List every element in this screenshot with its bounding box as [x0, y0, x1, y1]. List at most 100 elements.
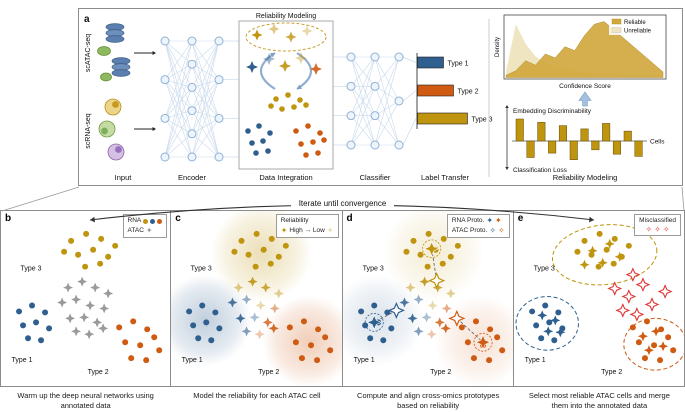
network-node	[160, 152, 170, 162]
rna-dot-marker	[130, 318, 137, 325]
rna-dot-marker	[574, 248, 581, 255]
panel-tag-e: e	[517, 213, 524, 224]
rna-dot-marker	[303, 152, 309, 158]
network-edge	[164, 40, 193, 158]
type-bar	[417, 112, 468, 125]
atac-star-marker	[445, 288, 456, 299]
network-edge	[374, 100, 400, 116]
rna-dot-marker	[29, 302, 36, 309]
atac-star-marker	[413, 294, 424, 305]
rna-dot-marker	[425, 230, 432, 237]
rna-dot-marker	[245, 251, 252, 258]
rna-dot-marker	[260, 246, 267, 253]
rna-dot-marker	[116, 324, 123, 331]
misclassified-star-icon-2: ✧	[654, 225, 661, 235]
network-edge	[164, 133, 193, 158]
cells-label: Cells	[650, 139, 665, 146]
rna-dot-marker	[68, 237, 75, 244]
atac-prototype-star	[427, 272, 445, 290]
network-node	[187, 152, 197, 162]
rna-dot-marker	[669, 347, 676, 354]
misclassified-legend-label: Misclassified	[639, 217, 676, 224]
density-axis-label: Density	[495, 37, 501, 57]
atac-star-marker	[263, 53, 275, 65]
rna-dot-marker	[265, 148, 271, 154]
misclassified-star-marker	[607, 281, 622, 296]
atac-star-marker	[255, 300, 266, 311]
atac-star-marker	[98, 323, 109, 334]
network-edge	[191, 79, 220, 111]
rna-dot-marker	[16, 308, 23, 315]
arrowhead-icon	[270, 53, 275, 58]
network-node	[214, 36, 224, 46]
atac-star-marker	[274, 288, 285, 299]
rna-dot-marker	[424, 263, 431, 270]
legend-c: Reliability ✦ High → Low ✦	[275, 214, 339, 239]
rna-dot-marker	[610, 260, 617, 267]
atac-star-marker	[427, 300, 438, 311]
atac-star-marker	[85, 300, 96, 311]
network-edge	[164, 40, 193, 80]
rna-gold-dot-icon	[143, 218, 149, 224]
high-reliability-star-icon: ✦	[280, 226, 288, 236]
network-node	[187, 36, 197, 46]
network-edge	[374, 115, 400, 146]
network-node	[394, 52, 404, 62]
rna-dot-marker	[75, 251, 82, 258]
rna-dot-marker	[273, 96, 279, 102]
merged-atac-star-marker	[550, 315, 561, 326]
rna-dot-marker	[641, 355, 648, 362]
rna-dot-marker	[361, 322, 368, 329]
network-edge	[164, 79, 193, 88]
rna-dot-marker	[151, 334, 158, 341]
arrowhead-icon	[505, 105, 509, 108]
rna-dot-marker	[541, 302, 549, 309]
network-edge	[350, 86, 376, 146]
network-edge	[374, 56, 400, 87]
up-arrow-icon	[578, 91, 592, 107]
reliable-star-marker	[268, 23, 280, 35]
network-edge	[164, 87, 193, 158]
reliable-star-marker	[285, 31, 297, 43]
rna-dot-marker	[303, 102, 309, 108]
type-bar	[417, 84, 454, 97]
scrna-seq-label: scRNA-seq	[85, 113, 92, 149]
rna-orange-dot-icon	[157, 218, 163, 224]
expansion-line-left	[1, 186, 80, 212]
atac-legend-label: ATAC	[127, 227, 144, 235]
rna-dot-marker	[379, 337, 386, 344]
panel-a: a scATAC-seq scRNA-seq	[78, 8, 683, 186]
cell-bar	[558, 125, 567, 142]
rna-dot-marker	[144, 326, 151, 333]
network-node	[370, 81, 380, 91]
misclassified-star-icon-3: ✧	[662, 225, 670, 235]
merged-atac-star-marker	[555, 327, 566, 338]
reliable-swatch-icon	[611, 18, 622, 25]
rna-dot-marker	[643, 318, 650, 325]
expansion-line-right	[681, 186, 685, 212]
prototype-ring	[473, 332, 492, 352]
atac-star-marker	[71, 294, 82, 305]
rna-legend-label: RNA	[127, 217, 142, 224]
atac-star-marker	[79, 312, 90, 323]
atac-star-marker	[84, 329, 95, 340]
cell-bar	[515, 118, 524, 142]
scatac-input-icon	[97, 23, 131, 82]
misclassified-star-marker	[629, 307, 645, 322]
rna-dot-marker	[293, 128, 299, 134]
network-node	[187, 106, 197, 116]
stage-label-classifier: Classifier	[360, 173, 391, 182]
rna-dot-marker	[128, 355, 135, 362]
network-edge	[374, 56, 400, 146]
cluster-label: Type 1	[12, 357, 33, 364]
stage-label-input: Input	[115, 173, 133, 182]
scatac-seq-label: scATAC-seq	[85, 34, 92, 72]
rna-dot-marker	[268, 235, 276, 242]
reliable-label: Reliable	[624, 20, 646, 26]
atac-star-marker	[241, 294, 252, 305]
rna-dot-marker	[256, 123, 262, 129]
